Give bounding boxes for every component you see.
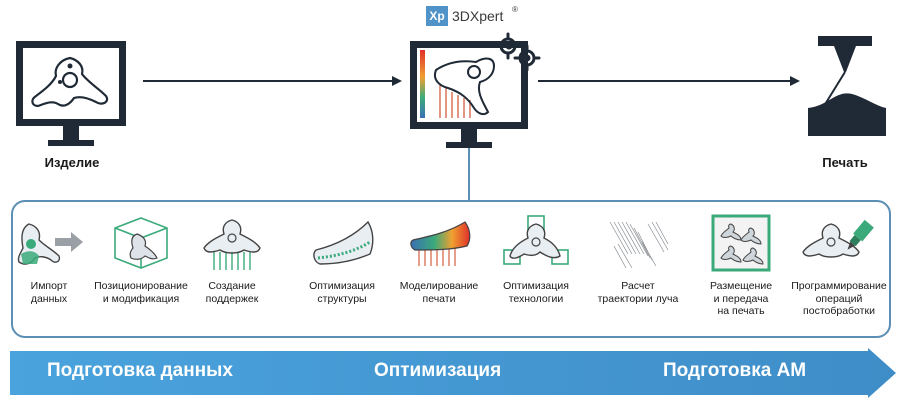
positioning-icon	[114, 217, 168, 269]
stage-label-print: Печать	[822, 155, 868, 170]
step-supports: Создание поддержек	[183, 214, 281, 305]
technology-optimization-icon	[503, 215, 569, 265]
brand-mark: ®	[512, 5, 518, 14]
step-label-beam-path: Расчет траектории луча	[597, 280, 679, 305]
phase-arrow	[10, 348, 896, 398]
step-technology-optimization: Оптимизация технологии	[487, 214, 585, 305]
step-label-structure-optimization: Оптимизация структуры	[309, 280, 375, 305]
step-label-supports: Создание поддержек	[205, 280, 259, 305]
step-label-nesting: Размещение и передача на печать	[709, 280, 773, 317]
supports-icon	[203, 219, 261, 270]
import-icon	[17, 223, 83, 265]
xp-logo-icon: Xp	[426, 6, 448, 26]
product-monitor-icon	[16, 41, 126, 146]
stage-label-product: Изделие	[44, 155, 100, 170]
step-import: Импорт данных	[0, 214, 98, 305]
phase-optimization: Оптимизация	[374, 360, 502, 381]
step-label-positioning: Позиционирование и модификация	[94, 280, 188, 305]
step-structure-optimization: Оптимизация структуры	[293, 214, 391, 305]
step-beam-path: Расчет траектории луча	[589, 214, 687, 305]
top-flow	[16, 32, 886, 200]
phase-data-preparation: Подготовка данных	[47, 360, 233, 381]
printer-icon	[808, 36, 886, 136]
post-processing-icon	[802, 219, 874, 258]
step-nesting: Размещение и передача на печать	[692, 214, 790, 318]
step-label-print-simulation: Моделирование печати	[399, 280, 479, 305]
print-simulation-icon	[410, 221, 471, 266]
software-monitor-icon	[410, 41, 528, 148]
nesting-icon	[711, 214, 771, 272]
structure-optimization-icon	[313, 220, 374, 265]
step-label-post-processing: Программирование операций постобработки	[791, 280, 887, 317]
step-label-technology-optimization: Оптимизация технологии	[503, 280, 569, 305]
beam-path-icon	[609, 221, 669, 269]
step-positioning: Позиционирование и модификация	[92, 214, 190, 305]
brand-logo: Xp 3DXpert ®	[426, 5, 536, 29]
xp-logo-text: Xp	[429, 9, 445, 23]
step-post-processing: Программирование операций постобработки	[790, 214, 888, 318]
step-print-simulation: Моделирование печати	[390, 214, 488, 305]
gears-icon	[499, 37, 536, 67]
phase-am-preparation: Подготовка АМ	[663, 360, 807, 381]
step-label-import: Импорт данных	[30, 280, 68, 305]
brand-name: 3DXpert	[452, 8, 504, 24]
